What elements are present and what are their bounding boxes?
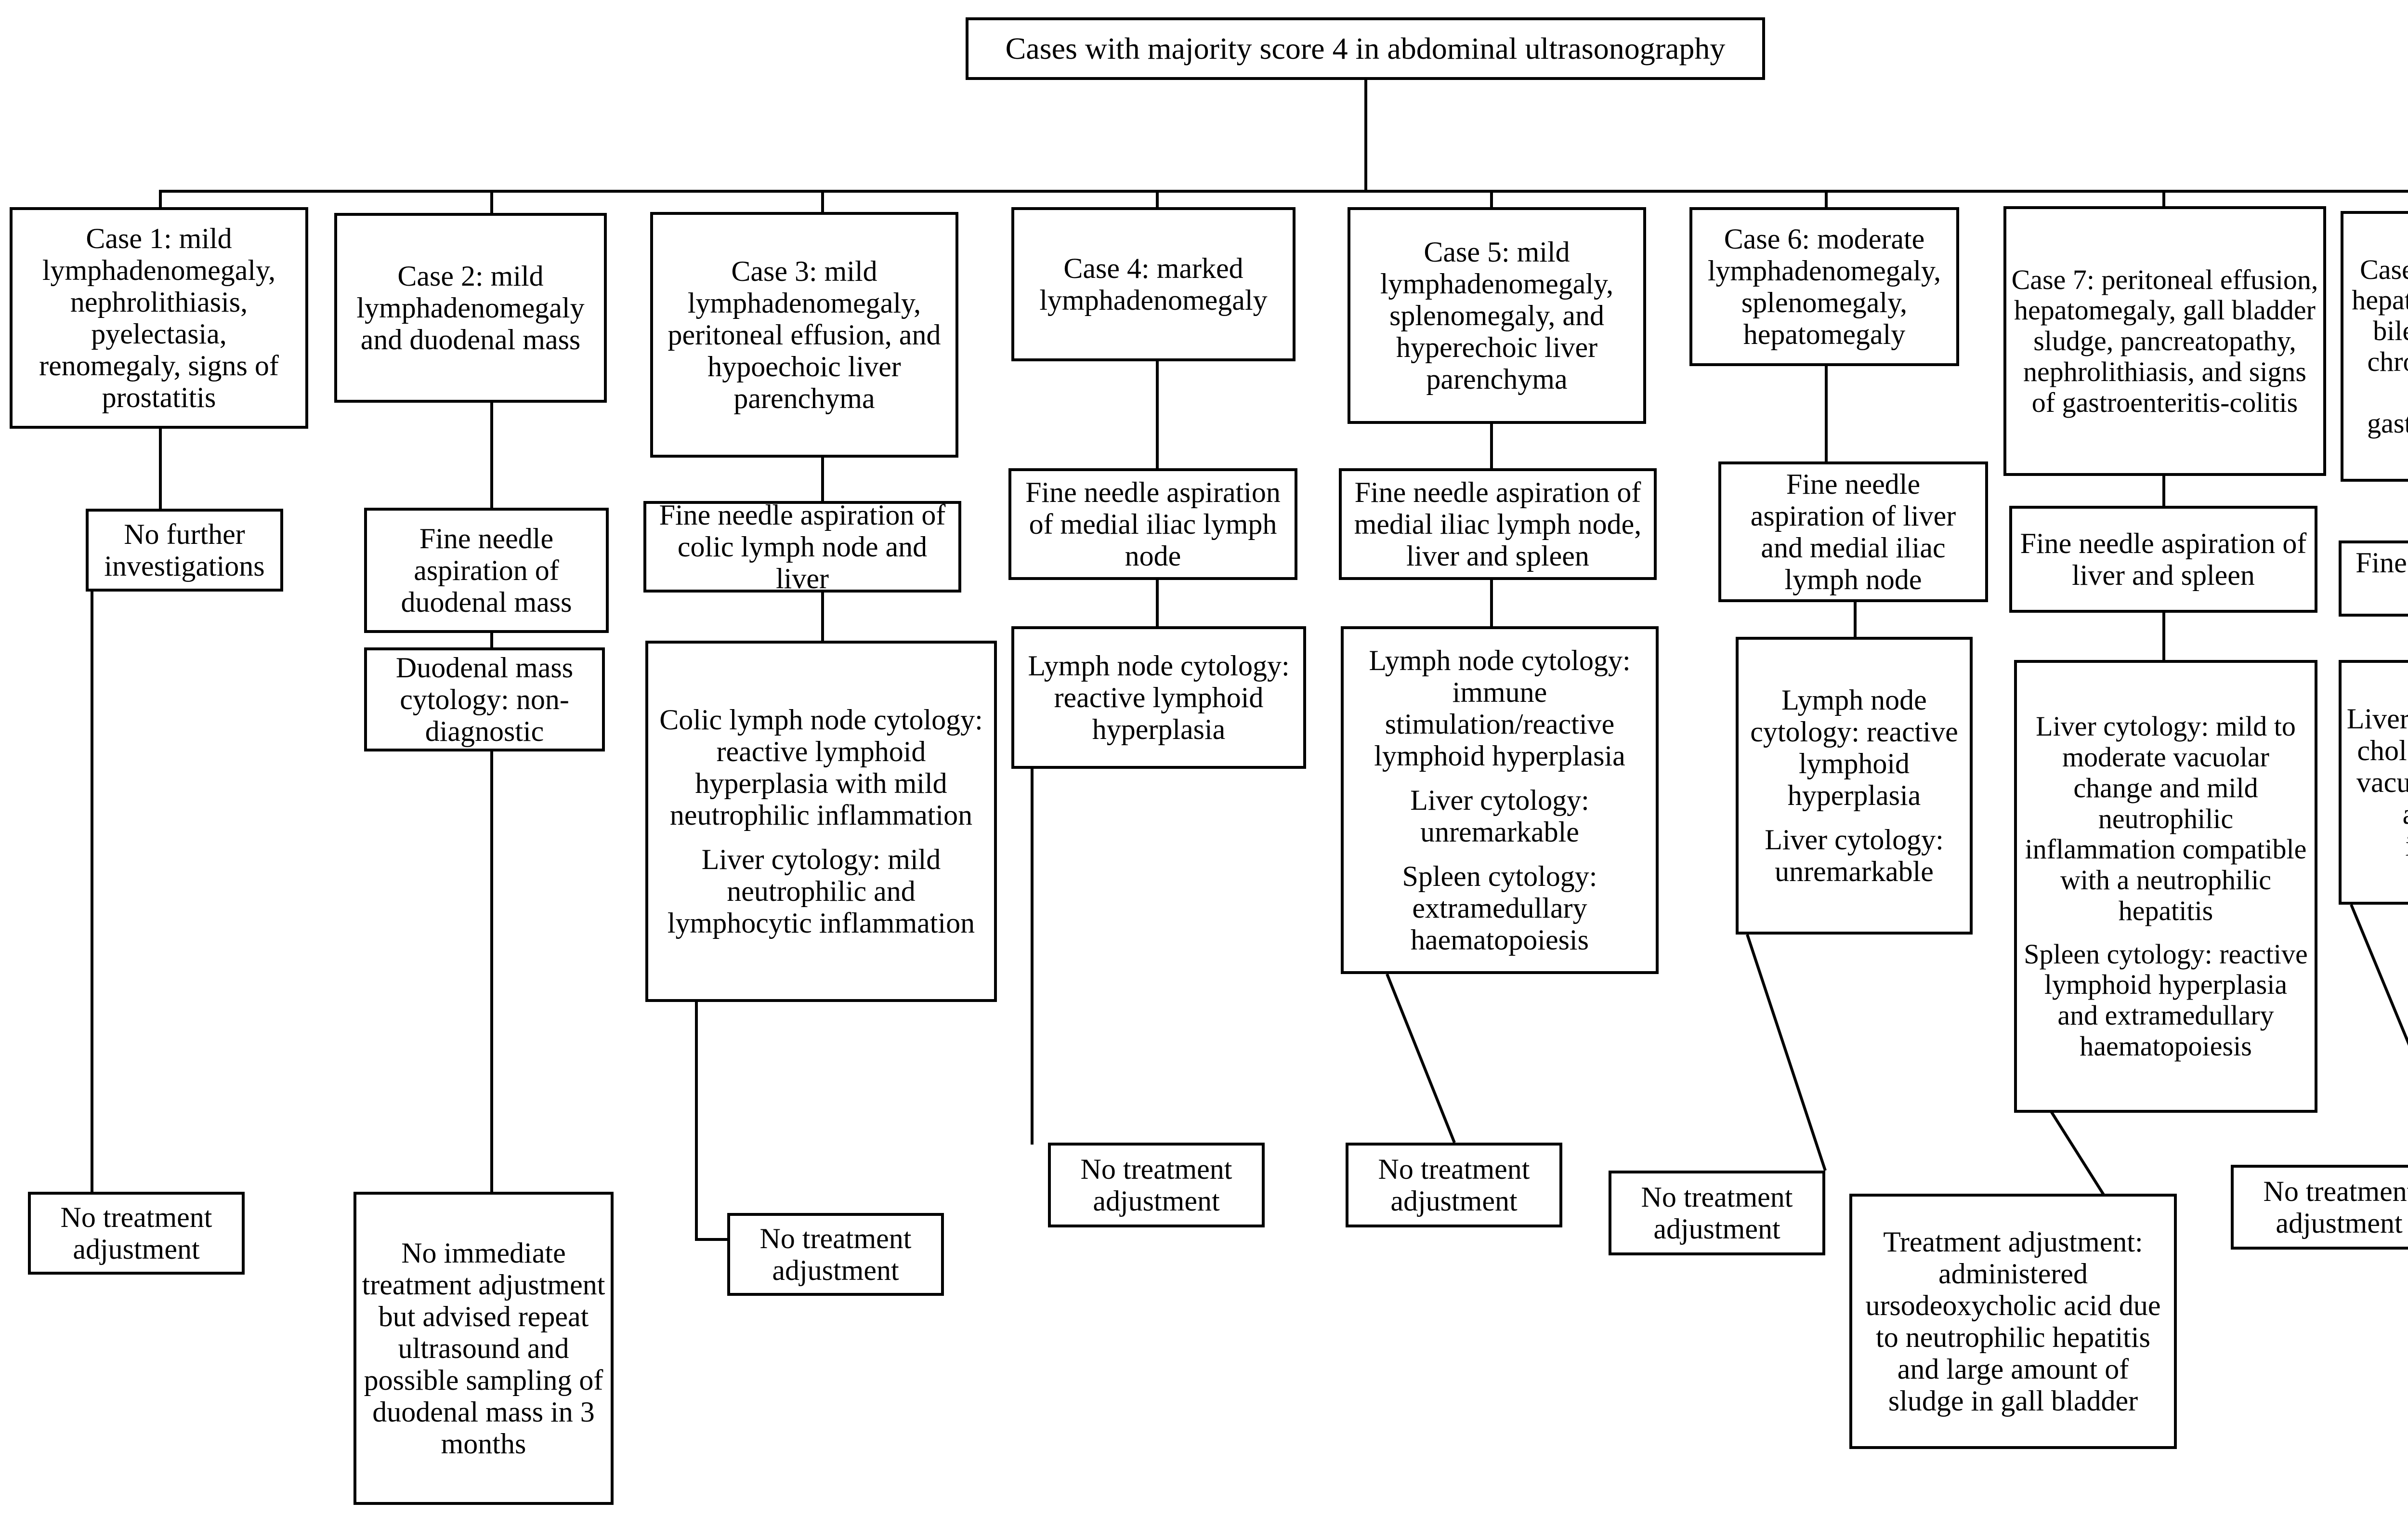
root-label: Cases with majority score 4 in abdominal… bbox=[1005, 31, 1726, 66]
case-7-finding-label: Case 7: peritoneal effusion, hepatomegal… bbox=[2011, 263, 2318, 418]
case-3-outcome-label: No treatment adjustment bbox=[759, 1223, 912, 1286]
case-4-procedure-node: Fine needle aspiration of medial iliac l… bbox=[1008, 468, 1297, 580]
case-5-finding-node: Case 5: mild lymphadenomegaly, splenomeg… bbox=[1348, 207, 1646, 424]
connector-case1-finding-proc bbox=[159, 429, 162, 511]
case-2-cytology-node: Duodenal mass cytology: non-diagnostic bbox=[364, 647, 605, 751]
connector-root-bus bbox=[159, 190, 2408, 193]
connector-case3-finding-proc bbox=[821, 458, 824, 508]
connector-case3-cyto-outcome bbox=[695, 1000, 698, 1241]
case-3-cytology-node: Colic lymph node cytology: reactive lymp… bbox=[645, 641, 997, 1002]
case-1-outcome-label: No treatment adjustment bbox=[60, 1201, 212, 1265]
case-4-procedure-label: Fine needle aspiration of medial iliac l… bbox=[1025, 476, 1281, 572]
case-7-finding-node: Case 7: peritoneal effusion, hepatomegal… bbox=[2003, 206, 2326, 476]
connector-case3-cyto-outcome-jog bbox=[695, 1238, 751, 1241]
case-4-cytology-label: Lymph node cytology: reactive lymphoid h… bbox=[1028, 650, 1290, 745]
case-7-cytology-node: Liver cytology: mild to moderate vacuola… bbox=[2014, 660, 2317, 1113]
case-2-finding-label: Case 2: mild lymphadenomegaly and duoden… bbox=[356, 260, 585, 356]
case-3-finding-node: Case 3: mild lymphadenomegaly, peritonea… bbox=[650, 212, 958, 458]
connector-bus-to-case-4 bbox=[1156, 190, 1159, 218]
case-7-procedure-label: Fine needle aspiration of liver and sple… bbox=[2020, 527, 2307, 591]
case-6-cytology-line-1: Lymph node cytology: reactive lymphoid h… bbox=[1750, 684, 1958, 811]
case-8-procedure-label: Fine needle aspiration of liver bbox=[2356, 547, 2408, 579]
connector-case5-finding-proc bbox=[1490, 424, 1493, 468]
case-1-outcome-node: No treatment adjustment bbox=[28, 1192, 245, 1275]
case-1-finding-node: Case 1: mild lymphadenomegaly, nephrolit… bbox=[10, 207, 308, 429]
connector-bus-to-case-3 bbox=[821, 190, 824, 218]
case-6-cytology-line-2: Liver cytology: unremarkable bbox=[1765, 824, 1944, 887]
case-6-outcome-label: No treatment adjustment bbox=[1641, 1181, 1793, 1245]
case-5-finding-label: Case 5: mild lymphadenomegaly, splenomeg… bbox=[1380, 236, 1614, 395]
connector-case5-proc-cyto bbox=[1490, 580, 1493, 628]
case-6-finding-node: Case 6: moderate lymphadenomegaly, splen… bbox=[1689, 207, 1959, 366]
case-2-procedure-node: Fine needle aspiration of duodenal mass bbox=[364, 508, 609, 633]
connector-bus-to-case-5 bbox=[1490, 190, 1493, 218]
connector-case6-proc-cyto bbox=[1854, 602, 1857, 637]
connector-case7-finding-proc bbox=[2162, 476, 2165, 506]
case-2-procedure-label: Fine needle aspiration of duodenal mass bbox=[401, 523, 572, 618]
connector-case4-finding-proc bbox=[1156, 361, 1159, 468]
case-8-cytology-label: Liver cytology: marked cholestasis, equi… bbox=[2346, 703, 2408, 862]
case-1-finding-label: Case 1: mild lymphadenomegaly, nephrolit… bbox=[39, 223, 279, 413]
case-7-outcome-node: Treatment adjustment: administered ursod… bbox=[1849, 1194, 2177, 1449]
connector-case6-finding-proc bbox=[1825, 366, 1828, 461]
root-node: Cases with majority score 4 in abdominal… bbox=[966, 17, 1765, 80]
connector-bus-to-case-7 bbox=[2162, 190, 2165, 218]
connector-case1-proc-outcome bbox=[91, 592, 93, 1195]
case-4-cytology-node: Lymph node cytology: reactive lymphoid h… bbox=[1011, 626, 1306, 769]
case-4-finding-label: Case 4: marked lymphadenomegaly bbox=[1039, 252, 1268, 316]
case-7-procedure-node: Fine needle aspiration of liver and sple… bbox=[2009, 506, 2317, 613]
case-3-cytology-line-2: Liver cytology: mild neutrophilic and ly… bbox=[667, 843, 975, 939]
case-5-outcome-node: No treatment adjustment bbox=[1346, 1143, 1562, 1227]
connector-case4-cyto-outcome bbox=[1031, 769, 1034, 1145]
case-4-outcome-label: No treatment adjustment bbox=[1080, 1153, 1232, 1217]
connector-bus-to-case-2 bbox=[490, 190, 493, 218]
case-5-cytology-node: Lymph node cytology: immune stimulation/… bbox=[1341, 626, 1659, 974]
case-7-cytology-line-1: Liver cytology: mild to moderate vacuola… bbox=[2025, 711, 2307, 926]
case-4-finding-node: Case 4: marked lymphadenomegaly bbox=[1011, 207, 1296, 361]
connector-root-stem bbox=[1364, 80, 1367, 193]
case-2-outcome-label: No immediate treatment adjustment but ad… bbox=[362, 1237, 605, 1460]
case-4-outcome-node: No treatment adjustment bbox=[1048, 1143, 1265, 1227]
case-6-procedure-label: Fine needle aspiration of liver and medi… bbox=[1750, 468, 1956, 595]
case-3-cytology-line-1: Colic lymph node cytology: reactive lymp… bbox=[659, 704, 983, 831]
case-7-outcome-label: Treatment adjustment: administered ursod… bbox=[1865, 1226, 2161, 1417]
case-5-procedure-node: Fine needle aspiration of medial iliac l… bbox=[1339, 468, 1657, 580]
case-3-procedure-label: Fine needle aspiration of colic lymph no… bbox=[659, 499, 946, 594]
connector-case2-finding-proc bbox=[490, 403, 493, 510]
connector-bus-to-case-1 bbox=[159, 190, 162, 218]
case-5-outcome-label: No treatment adjustment bbox=[1378, 1153, 1530, 1217]
case-3-outcome-node: No treatment adjustment bbox=[727, 1213, 944, 1296]
case-5-cytology-line-2: Liver cytology: unremarkable bbox=[1410, 784, 1589, 848]
case-6-cytology-node: Lymph node cytology: reactive lymphoid h… bbox=[1736, 637, 1973, 935]
case-5-procedure-label: Fine needle aspiration of medial iliac l… bbox=[1354, 476, 1642, 572]
connector-case2-cyto-outcome bbox=[490, 751, 493, 1195]
case-5-cytology-line-1: Lymph node cytology: immune stimulation/… bbox=[1369, 645, 1631, 772]
case-6-procedure-node: Fine needle aspiration of liver and medi… bbox=[1718, 461, 1988, 602]
case-2-finding-node: Case 2: mild lymphadenomegaly and duoden… bbox=[334, 213, 607, 403]
case-3-procedure-node: Fine needle aspiration of colic lymph no… bbox=[643, 499, 961, 594]
case-6-outcome-node: No treatment adjustment bbox=[1609, 1171, 1825, 1255]
case-2-cytology-label: Duodenal mass cytology: non-diagnostic bbox=[395, 652, 574, 747]
connector-bus-to-case-6 bbox=[1825, 190, 1828, 218]
case-5-cytology-line-3: Spleen cytology: extramedullary haematop… bbox=[1402, 860, 1597, 956]
case-2-outcome-node: No immediate treatment adjustment but ad… bbox=[353, 1192, 614, 1505]
case-8-procedure-node: Fine needle aspiration of liver bbox=[2339, 540, 2408, 617]
case-1-procedure-node: No further investigations bbox=[86, 509, 283, 592]
connector-case7-proc-cyto bbox=[2162, 612, 2165, 660]
case-8-cytology-node: Liver cytology: marked cholestasis, equi… bbox=[2339, 660, 2408, 905]
case-3-finding-label: Case 3: mild lymphadenomegaly, peritonea… bbox=[667, 255, 941, 414]
case-8-outcome-label: No treatment adjustment bbox=[2263, 1175, 2408, 1239]
case-8-finding-node: Case 8: splenomegaly, hepatomegaly, comm… bbox=[2341, 211, 2408, 482]
case-8-finding-label: Case 8: splenomegaly, hepatomegaly, comm… bbox=[2352, 253, 2408, 439]
connector-case3-proc-cyto bbox=[821, 593, 824, 641]
connector-case4-proc-cyto bbox=[1156, 580, 1159, 628]
case-1-procedure-label: No further investigations bbox=[104, 518, 265, 582]
case-7-cytology-line-2: Spleen cytology: reactive lymphoid hyper… bbox=[2024, 938, 2308, 1062]
case-8-outcome-node: No treatment adjustment bbox=[2231, 1165, 2408, 1250]
case-6-finding-label: Case 6: moderate lymphadenomegaly, splen… bbox=[1707, 223, 1941, 350]
